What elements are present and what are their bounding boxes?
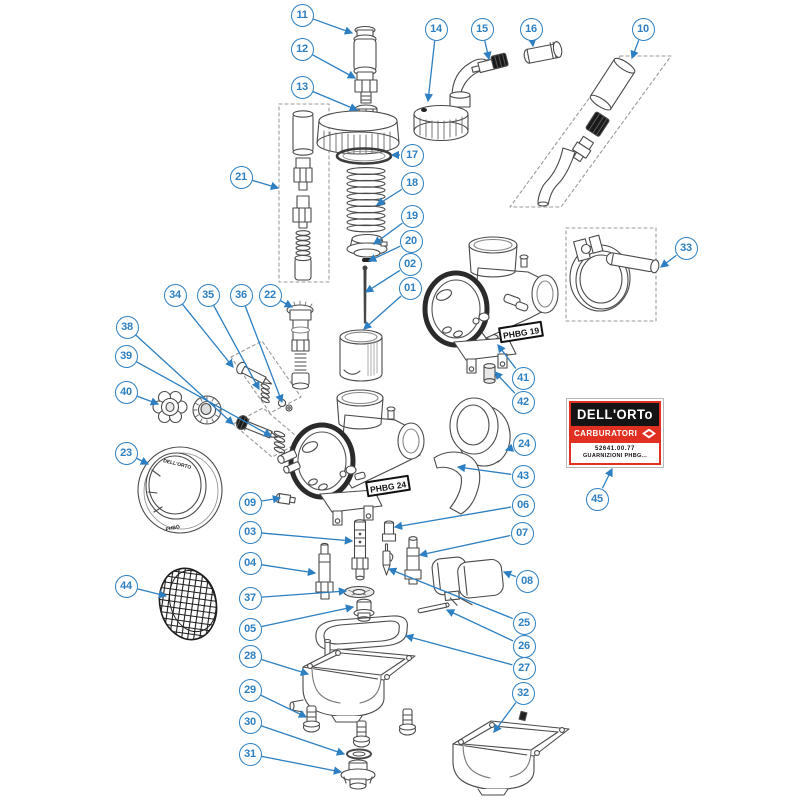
- part-mesh-filter: [158, 567, 218, 641]
- part-adjuster-nut: [354, 71, 378, 104]
- ring-model-text: PHBG: [165, 524, 180, 533]
- part-throttle-slide: [339, 329, 383, 382]
- callout-08: 08: [515, 569, 539, 593]
- part-atomizer: [315, 542, 334, 600]
- part-jet-15: [471, 52, 509, 74]
- callout-34: 34: [163, 283, 187, 307]
- label-brand-text: DELL'ORTo: [577, 406, 653, 423]
- part-sleeve-42: [483, 363, 496, 384]
- callout-33: 33: [674, 236, 698, 260]
- part-group-10: [537, 57, 636, 207]
- part-choke-plunger: [286, 300, 314, 390]
- part-cap-with-pipe: [413, 58, 492, 142]
- callout-11: 11: [290, 3, 314, 27]
- callout-01: 01: [398, 276, 422, 300]
- callout-31: 31: [238, 742, 262, 766]
- callout-39: 39: [114, 344, 138, 368]
- callout-28: 28: [238, 644, 262, 668]
- callout-36: 36: [229, 283, 253, 307]
- part-cover-oring: [335, 147, 393, 165]
- callout-43: 43: [511, 464, 535, 488]
- callout-14: 14: [424, 17, 448, 41]
- part-star-wheel: [152, 390, 222, 425]
- callout-21: 21: [229, 165, 253, 189]
- part-stop-screw-set: [235, 415, 286, 454]
- part-carburetor-body-2: PHBG 19: [422, 236, 559, 374]
- part-idle-jet: [404, 536, 422, 585]
- label-part-info: 52641.00.77 GUARNIZIONI PHBG...: [571, 443, 659, 463]
- label-carburatori-text: CARBURATORI: [574, 429, 638, 438]
- part-slide-spring: [346, 167, 386, 233]
- callout-41: 41: [511, 366, 535, 390]
- callout-07: 07: [510, 521, 534, 545]
- part-float-pin: [417, 602, 450, 614]
- part-intake-sleeve: [449, 397, 511, 467]
- callout-16: 16: [519, 17, 543, 41]
- group-box-10: [509, 55, 672, 208]
- part-clamp: [569, 234, 660, 312]
- callout-04: 04: [238, 551, 262, 575]
- part-screw-09: [275, 493, 296, 505]
- part-spring-seat: [346, 233, 388, 258]
- callout-29: 29: [238, 678, 262, 702]
- callout-18: 18: [400, 171, 424, 195]
- group-box-33: [565, 227, 657, 322]
- callout-23: 23: [114, 441, 138, 465]
- part-bellmouth-ring: DELL'ORTO PHBG: [137, 446, 223, 534]
- callout-10: 10: [631, 17, 655, 41]
- group-box-34-36: [230, 340, 302, 414]
- part-elbow-hose: [433, 451, 481, 515]
- label-description: GUARNIZIONI PHBG...: [582, 453, 648, 459]
- callout-45: 45: [585, 487, 609, 511]
- callout-12: 12: [290, 37, 314, 61]
- label-carburatori-band: CARBURATORI: [571, 426, 659, 441]
- group-box-21: [278, 103, 330, 283]
- part-jet-06: [381, 520, 397, 542]
- callout-26: 26: [512, 634, 536, 658]
- part-jet-needle: [362, 265, 368, 324]
- callout-27: 27: [512, 656, 536, 680]
- part-carburetor-body-1: PHBG 24: [277, 389, 425, 526]
- callout-19: 19: [400, 204, 424, 228]
- callout-32: 32: [511, 681, 535, 705]
- part-top-cover: [316, 104, 400, 155]
- callout-13: 13: [290, 75, 314, 99]
- callout-20: 20: [399, 229, 423, 253]
- callout-38: 38: [115, 315, 139, 339]
- label-brand-band: DELL'ORTo: [571, 403, 659, 426]
- callout-09: 09: [238, 491, 262, 515]
- part-float-bowl-2: [452, 710, 570, 796]
- part-washer-30: [346, 748, 372, 760]
- callout-42: 42: [511, 390, 535, 414]
- part-union-nut: [340, 759, 376, 790]
- callout-30: 30: [238, 710, 262, 734]
- callout-02: 02: [398, 252, 422, 276]
- callout-37: 37: [238, 586, 262, 610]
- part-float-needle: [382, 543, 394, 576]
- part-washer-disc: [343, 585, 375, 599]
- callout-44: 44: [114, 574, 138, 598]
- part-needle-clip: [362, 258, 372, 262]
- label-red-frame: DELL'ORTo CARBURATORI 52641.00.77 GUARNI…: [569, 401, 661, 465]
- callout-05: 05: [238, 617, 262, 641]
- part-group-21: [292, 110, 314, 281]
- callout-17: 17: [400, 143, 424, 167]
- label-part-number: 52641.00.77: [595, 446, 635, 452]
- callout-03: 03: [238, 520, 262, 544]
- callout-40: 40: [114, 380, 138, 404]
- callout-25: 25: [512, 611, 536, 635]
- callout-06: 06: [511, 493, 535, 517]
- part-cable-adjuster: [353, 25, 377, 76]
- callout-22: 22: [258, 283, 282, 307]
- dellorto-diamond-logo: [642, 428, 656, 439]
- callout-24: 24: [512, 432, 536, 456]
- part-needle-jet: [351, 519, 369, 581]
- dellorto-label: DELL'ORTo CARBURATORI 52641.00.77 GUARNI…: [566, 398, 664, 468]
- part-float: [431, 556, 504, 606]
- callout-35: 35: [196, 283, 220, 307]
- part-main-jet: [353, 598, 375, 622]
- callout-15: 15: [470, 17, 494, 41]
- part-plug-16: [523, 41, 563, 64]
